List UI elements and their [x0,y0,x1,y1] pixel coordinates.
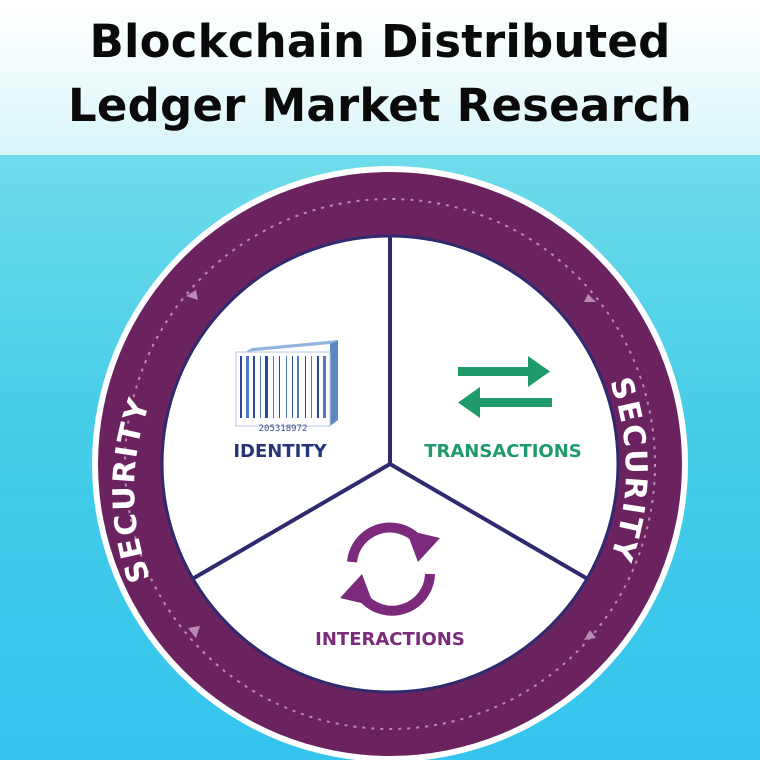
title-line-1: Blockchain Distributed [89,15,671,68]
ring-arrow-top-right [584,294,596,302]
barcode-bar [279,356,280,418]
barcode-bar [265,356,268,418]
barcode-bar [317,356,319,418]
barcode-number: 205318972 [259,424,308,434]
refresh-arrowhead-top [406,530,440,562]
barcode-bar [323,356,326,418]
title-band [0,0,760,155]
barcode-icon: 205318972 [235,340,338,434]
transactions-label: TRANSACTIONS [424,441,582,462]
divider-right [388,462,588,580]
barcode-bar [253,356,255,418]
barcode-bar [311,356,312,418]
page-title: Blockchain Distributed Ledger Market Res… [0,10,760,138]
interactions-label: INTERACTIONS [315,629,465,650]
barcode-bar [260,356,261,418]
barcode-bar [273,356,274,418]
ring-arrow-bottom-left [188,626,200,638]
barcode-bar [292,356,293,418]
exchange-arrows-icon [458,356,552,418]
barcode-bar [305,356,306,418]
ring-arrow-top-left [186,290,198,300]
ring-dotted-guide [124,198,656,730]
barcode-bar [297,356,299,418]
ring-arrow-bottom-right [584,630,596,640]
barcode-bar [246,356,249,418]
barcode-bars [240,356,326,418]
identity-label: IDENTITY [233,441,327,462]
refresh-arrowhead-bottom [340,574,374,606]
divider-left [192,462,392,580]
barcode-bar [240,356,242,418]
barcode-bar [286,356,287,418]
title-line-2: Ledger Market Research [68,79,692,132]
